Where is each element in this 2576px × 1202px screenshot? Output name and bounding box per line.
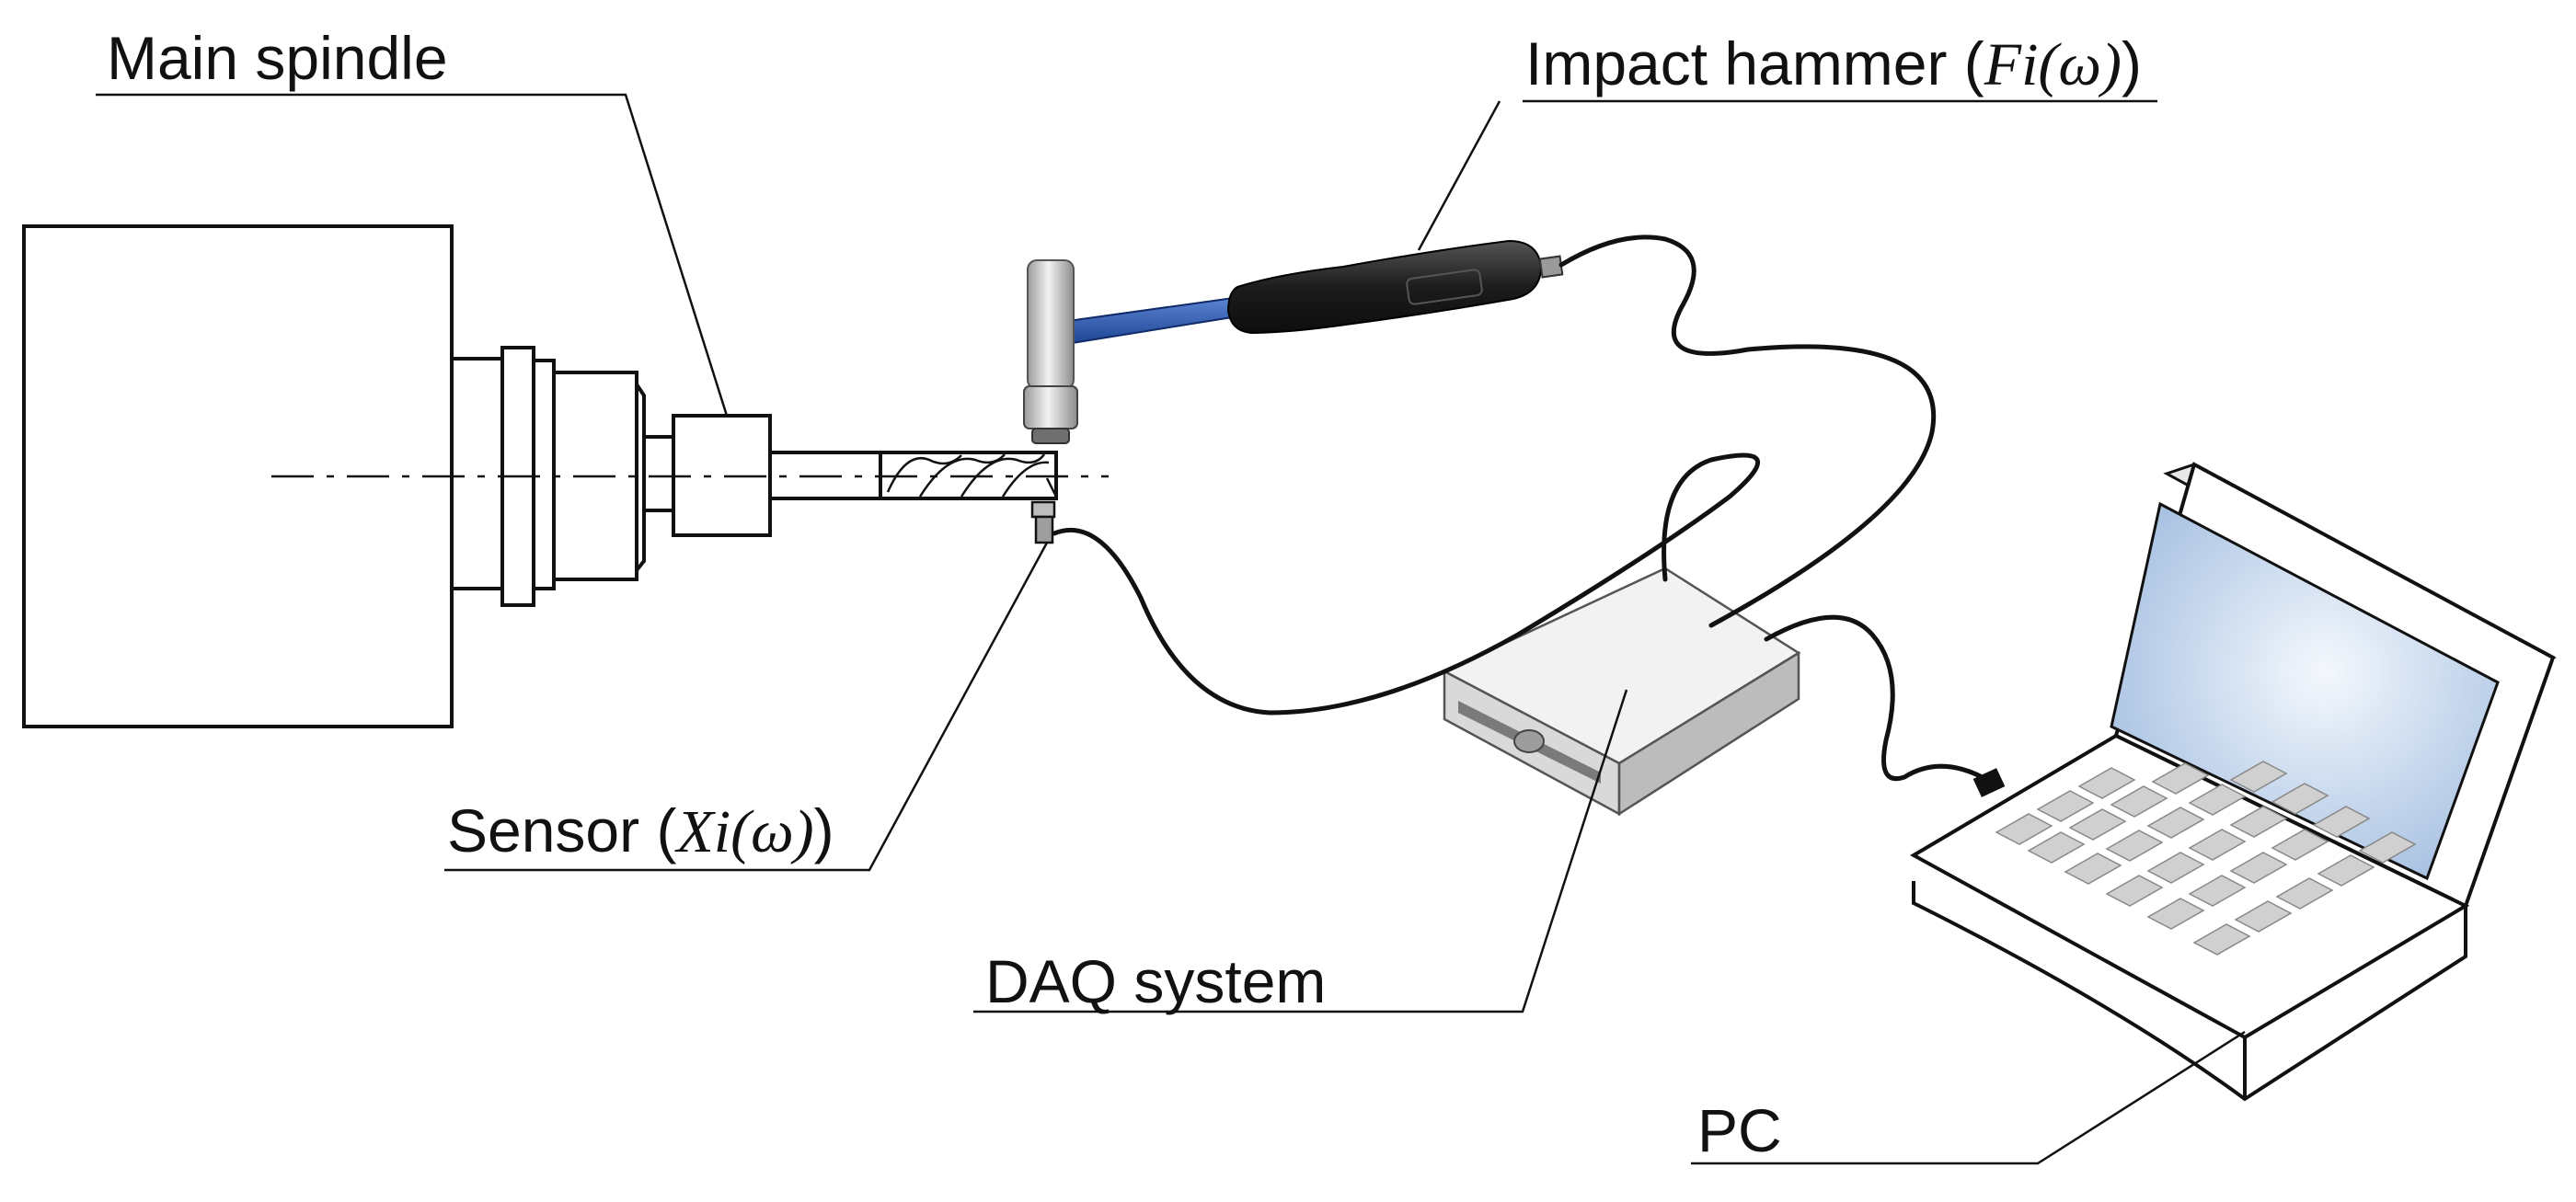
leader-lines <box>96 93 2246 1165</box>
daq-system-label: DAQ system <box>985 947 1326 1015</box>
accelerometer-sensor <box>1030 500 1056 544</box>
sensor-label-close: ) <box>814 796 834 864</box>
pc-label: PC <box>1697 1096 1782 1164</box>
cables <box>1052 235 1990 783</box>
impact-hammer-label-close: ) <box>2122 29 2142 97</box>
main-spindle-label: Main spindle <box>107 24 448 92</box>
impact-hammer-label: Impact hammer (Fi(ω)) <box>1525 29 2142 98</box>
daq-box <box>1442 567 1801 817</box>
impact-hammer-label-math: Fi(ω) <box>1984 31 2122 98</box>
impact-hammer <box>1023 239 1564 444</box>
sensor-label: Sensor (Xi(ω)) <box>447 796 834 865</box>
impact-hammer-label-text: Impact hammer ( <box>1525 29 1984 97</box>
laptop-pc <box>1909 462 2557 1102</box>
sensor-label-math: Xi(ω) <box>673 798 813 865</box>
sensor-label-text: Sensor ( <box>447 796 676 864</box>
sensor-cable <box>1052 452 1761 715</box>
laptop-keyboard <box>1995 761 2417 956</box>
hammer-cable <box>1558 235 1936 628</box>
pc-cable <box>1764 614 1990 783</box>
